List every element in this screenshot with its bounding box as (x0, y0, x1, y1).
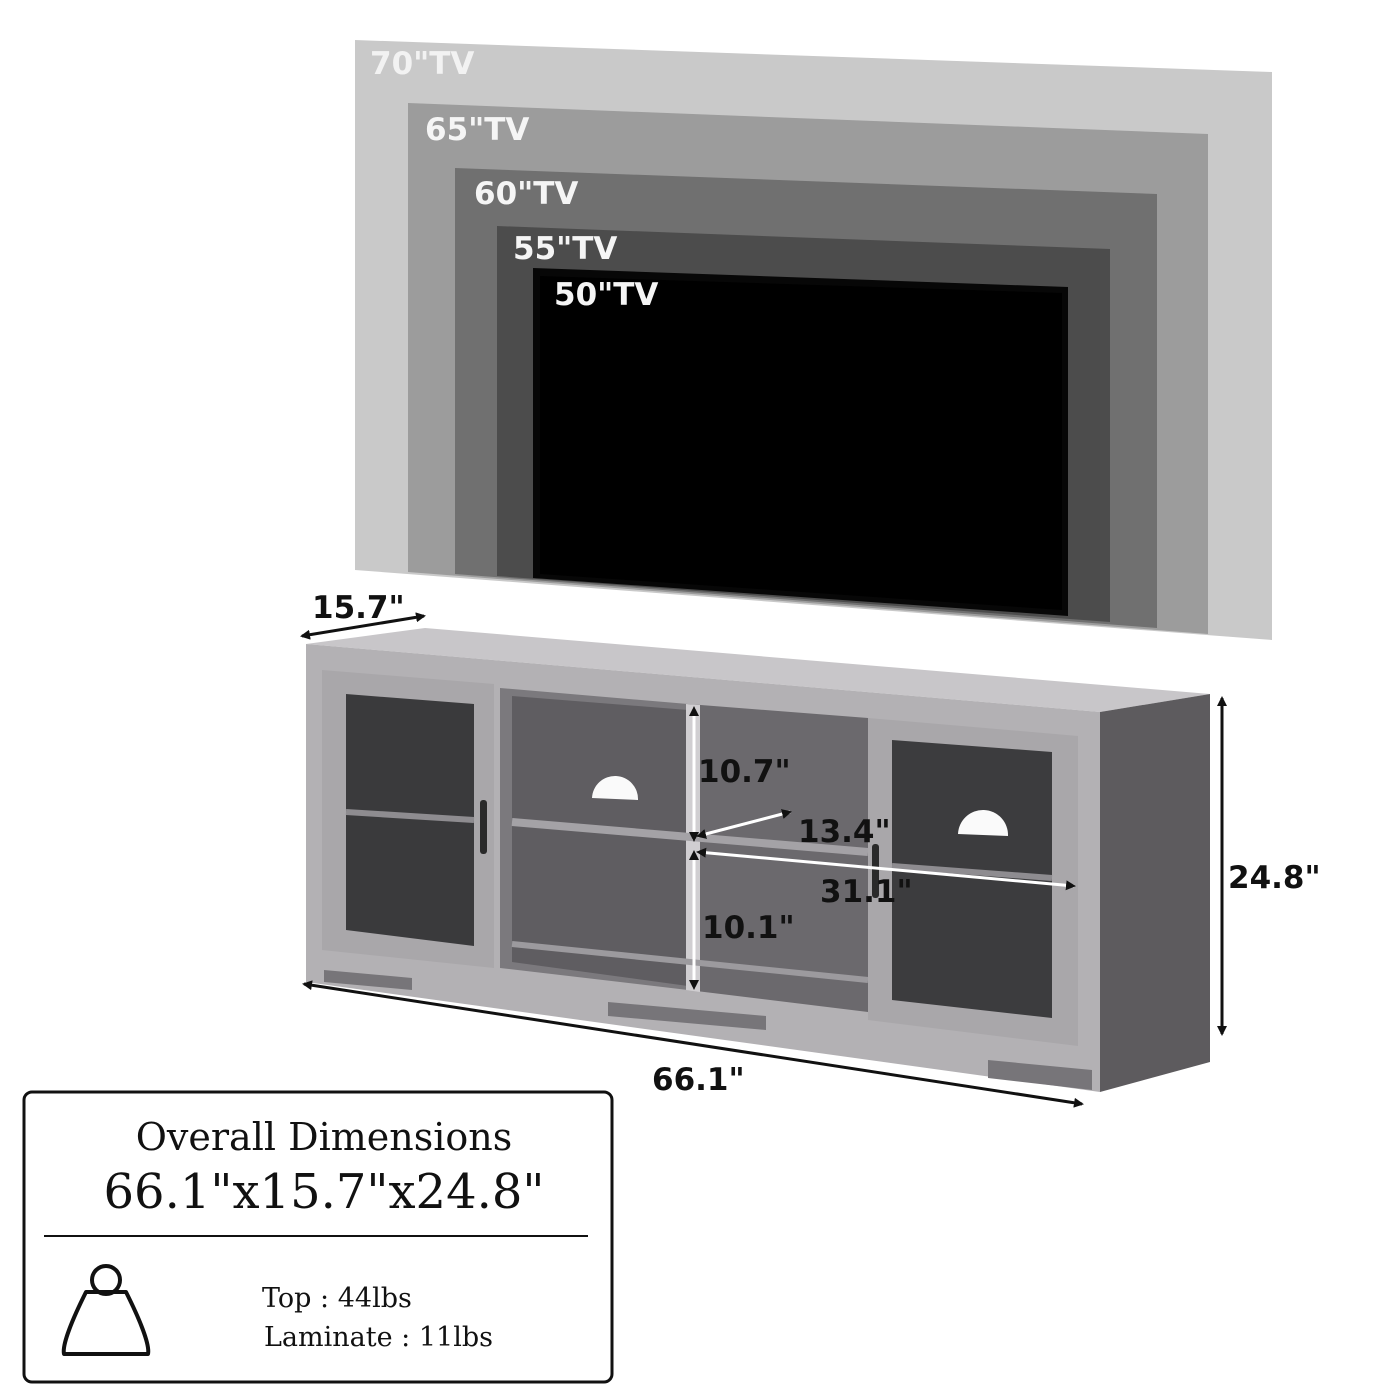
inner-width-label: 31.1" (820, 874, 913, 910)
upper-shelf-label: 10.7" (698, 754, 791, 790)
tv-size-labels: 70"TV 65"TV 60"TV 55"TV 50"TV (370, 46, 658, 313)
tv-label-50: 50"TV (554, 277, 658, 313)
dimension-labels: 15.7" 66.1" 24.8" 10.7" 10.1" 13.4" 31.1… (312, 590, 1321, 1098)
weight-icon (61, 1264, 151, 1356)
tv-stand-cabinet (306, 628, 1210, 1092)
info-size: 66.1"x15.7"x24.8" (104, 1164, 545, 1220)
width-arrow (302, 980, 1084, 1108)
cable-hole-right (958, 809, 1009, 836)
depth-label: 15.7" (312, 590, 405, 626)
inner-depth-arrow (696, 809, 792, 839)
height-label: 24.8" (1228, 860, 1321, 896)
tv-label-65: 65"TV (425, 112, 529, 148)
inner-depth-label: 13.4" (798, 814, 891, 850)
weight-top: Top : 44lbs (262, 1283, 412, 1314)
info-box: Overall Dimensions 66.1"x15.7"x24.8" Top… (22, 1090, 614, 1384)
left-door-handle (480, 800, 487, 854)
width-label: 66.1" (652, 1062, 745, 1098)
tv-label-70: 70"TV (370, 46, 474, 82)
lower-shelf-label: 10.1" (702, 910, 795, 946)
left-door-glass (346, 694, 474, 946)
info-title: Overall Dimensions (136, 1115, 512, 1159)
middle-back-panel (512, 696, 688, 986)
dimension-arrows (300, 612, 1227, 1108)
inner-width-arrow (696, 847, 1076, 891)
depth-arrow (300, 612, 426, 640)
cabinet-top (306, 628, 1210, 712)
tv-size-rectangles (355, 40, 1272, 640)
left-shelf (345, 809, 475, 823)
tv-label-55: 55"TV (513, 231, 617, 267)
cable-hole-left (592, 775, 639, 800)
tv-screen (540, 276, 1062, 610)
weight-laminate: Laminate : 11lbs (264, 1322, 493, 1353)
cabinet-side (1100, 694, 1210, 1092)
tv-label-60: 60"TV (474, 176, 578, 212)
